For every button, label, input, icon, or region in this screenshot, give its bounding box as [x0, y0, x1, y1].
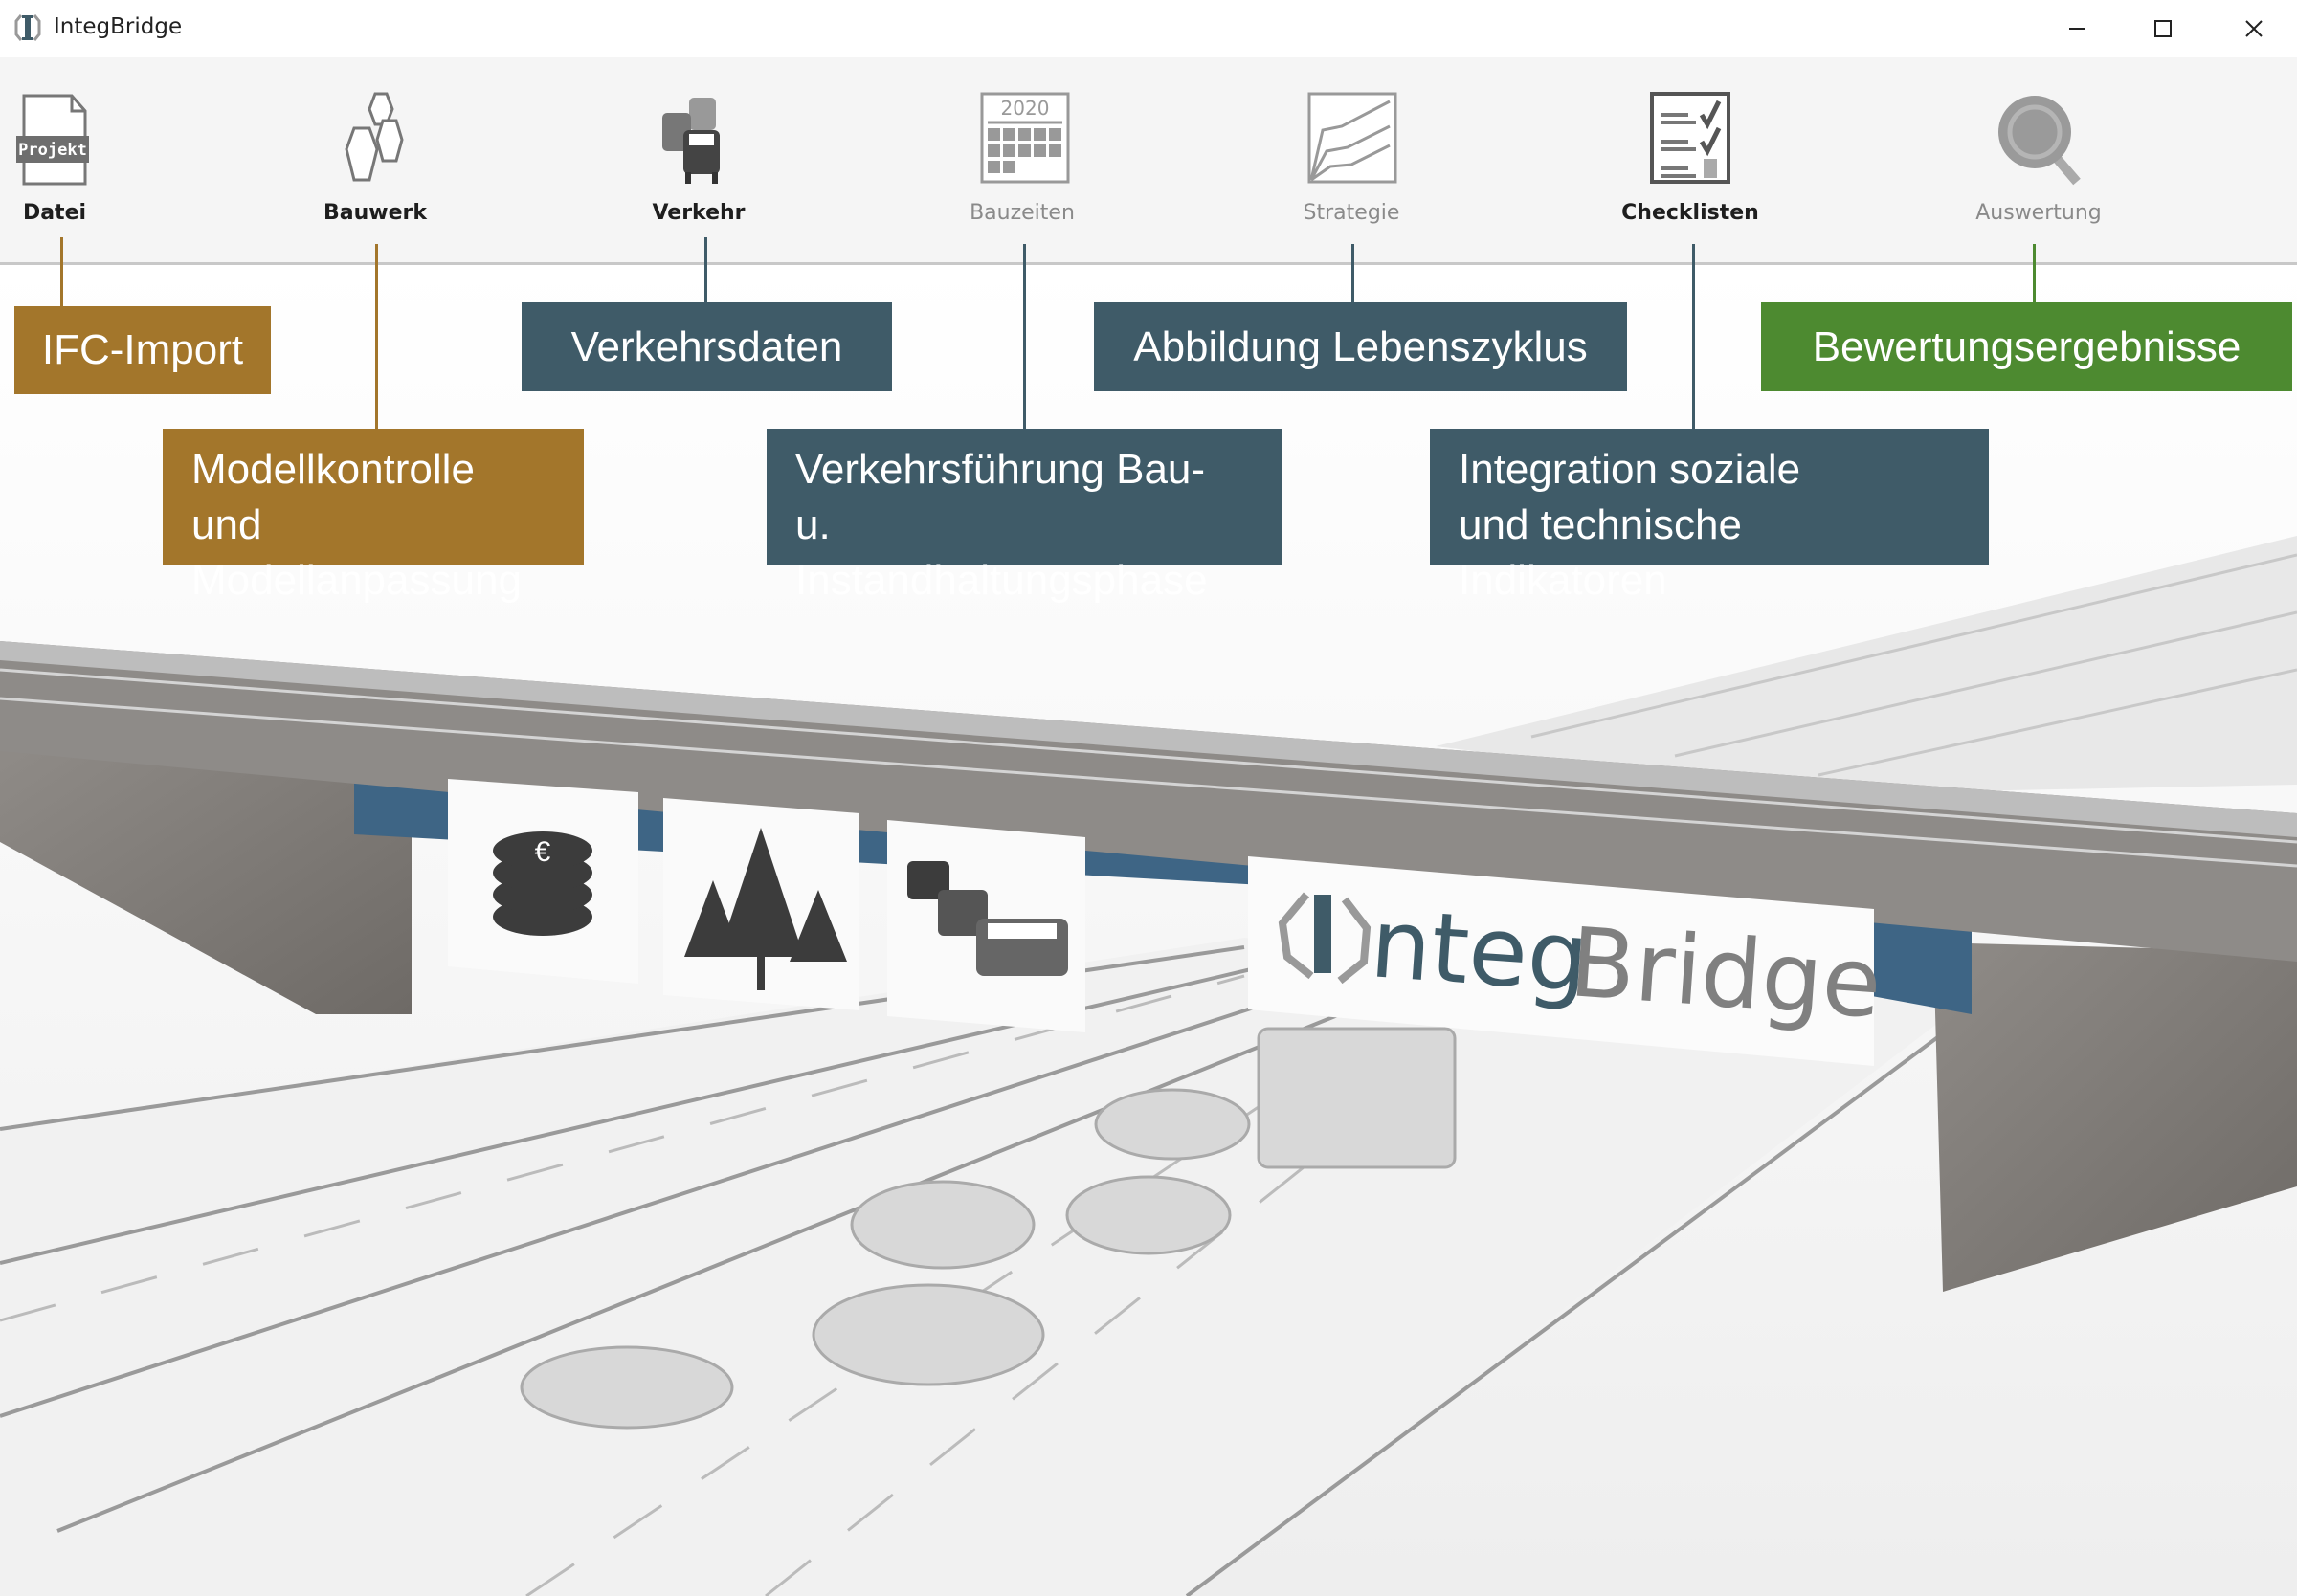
close-icon	[2245, 20, 2263, 37]
callout-verkehrsfuehrung[interactable]: Verkehrsführung Bau- u. Instandhaltungsp…	[767, 429, 1282, 604]
hexagons-icon	[345, 92, 404, 182]
callout-line: Verkehrsführung Bau-	[795, 446, 1206, 493]
callout-modellkontrolle[interactable]: Modellkontrolle und Modellanpassung	[163, 429, 584, 604]
connector-datei	[60, 237, 63, 306]
connector-auswertung	[2033, 244, 2036, 303]
callout-line: Integration soziale	[1459, 446, 1801, 493]
checklist-icon	[1650, 92, 1730, 184]
maximize-icon	[2154, 20, 2172, 37]
callout-label: Verkehrsdaten	[570, 322, 843, 370]
callout-bewertungsergebnisse[interactable]: Bewertungsergebnisse	[1761, 302, 2292, 391]
toolbar-strategie[interactable]: Strategie	[1256, 92, 1447, 225]
connector-strategie	[1351, 244, 1354, 303]
bridge-scene-illustration: € nteg Bridge	[0, 265, 2297, 1596]
connector-checklisten	[1692, 244, 1695, 430]
toolbar-label: Datei	[22, 201, 87, 225]
project-file-icon: Projekt	[16, 94, 89, 186]
callout-verkehrsdaten[interactable]: Verkehrsdaten	[522, 302, 892, 391]
minimize-button[interactable]	[2048, 8, 2106, 50]
traffic-cars-panel-icon	[907, 861, 1068, 976]
toolbar-label: Verkehr	[652, 201, 746, 225]
toolbar-auswertung[interactable]: Auswertung	[1943, 92, 2134, 225]
svg-text:€: €	[535, 836, 551, 868]
svg-text:nteg: nteg	[1367, 887, 1592, 1014]
toolbar-label: Checklisten	[1621, 201, 1759, 225]
callout-line: u. Instandhaltungsphase	[795, 501, 1208, 604]
title-bar: IntegBridge	[0, 0, 2297, 57]
window-title: IntegBridge	[54, 14, 183, 39]
toolbar-bauwerk[interactable]: Bauwerk	[279, 92, 471, 225]
app-logo-icon	[14, 14, 41, 41]
callout-line: Modellkontrolle und	[191, 446, 475, 548]
strategy-chart-icon	[1307, 92, 1397, 184]
traffic-cars-icon	[662, 98, 720, 184]
callout-integration[interactable]: Integration soziale und technische Indik…	[1430, 429, 1989, 604]
toolbar-label: Bauwerk	[323, 201, 427, 225]
callout-label: Bewertungsergebnisse	[1812, 322, 2241, 370]
maximize-button[interactable]	[2134, 8, 2192, 50]
toolbar-checklisten[interactable]: Checklisten	[1595, 92, 1786, 225]
svg-text:2020: 2020	[1001, 97, 1050, 120]
euro-coins-icon: €	[493, 831, 592, 936]
main-toolbar: Projekt Datei Bauwerk Verkehr 2020	[0, 57, 2297, 265]
callout-label: IFC-Import	[41, 326, 244, 373]
svg-text:Bridge: Bridge	[1566, 906, 1884, 1039]
connector-bauwerk	[375, 244, 378, 430]
close-button[interactable]	[2225, 8, 2283, 50]
toolbar-label: Auswertung	[1975, 201, 2102, 225]
integbridge-logo: nteg Bridge	[1278, 887, 1885, 1040]
callout-line: und technische Indikatoren	[1459, 501, 1742, 604]
toolbar-verkehr[interactable]: Verkehr	[603, 92, 794, 225]
connector-verkehr	[704, 237, 707, 302]
callout-line: Modellanpassung	[191, 557, 522, 604]
callout-label: Abbildung Lebenszyklus	[1133, 322, 1588, 370]
trees-icon	[684, 828, 847, 990]
toolbar-label: Bauzeiten	[970, 201, 1075, 225]
toolbar-datei[interactable]: Projekt Datei	[0, 92, 150, 225]
toolbar-label: Strategie	[1303, 201, 1400, 225]
svg-text:Projekt: Projekt	[18, 141, 87, 160]
callout-lebenszyklus[interactable]: Abbildung Lebenszyklus	[1094, 302, 1627, 391]
toolbar-bauzeiten[interactable]: 2020 Bauzeiten	[926, 92, 1118, 225]
magnifier-icon	[1998, 96, 2081, 186]
callout-ifc-import[interactable]: IFC-Import	[14, 306, 271, 394]
connector-bauzeiten	[1023, 244, 1026, 430]
calendar-icon: 2020	[980, 92, 1070, 184]
minimize-icon	[2069, 28, 2085, 30]
